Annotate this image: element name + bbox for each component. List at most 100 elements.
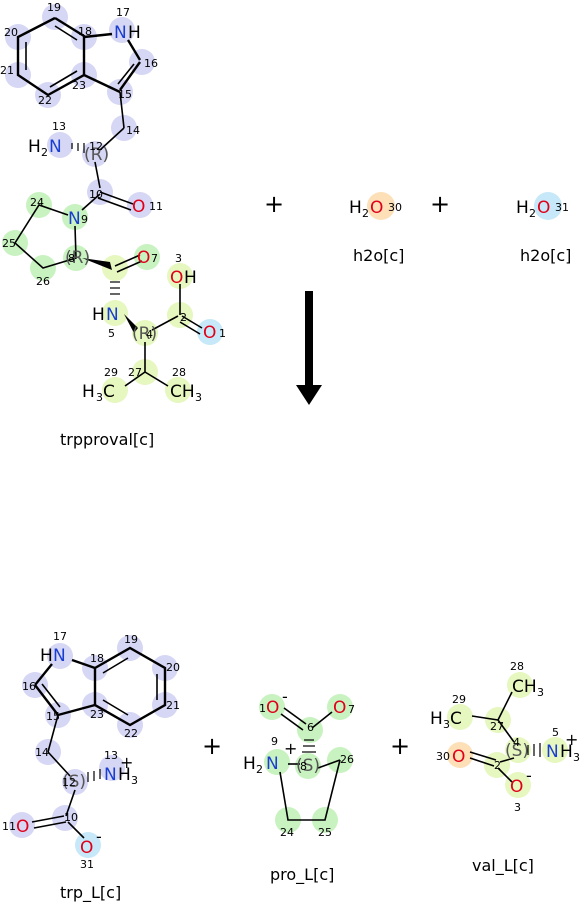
svg-text:H: H [243,754,256,774]
svg-text:3: 3 [96,391,103,404]
svg-text:2: 2 [41,146,48,159]
plus-sign: + [390,732,410,760]
water-h: H [516,198,529,218]
svg-text:O: O [510,777,523,797]
svg-text:31: 31 [80,858,94,871]
svg-text:20: 20 [4,26,18,39]
svg-text:H: H [128,23,141,43]
svg-text:N: N [104,765,117,785]
svg-text:27: 27 [490,720,504,733]
svg-text:8: 8 [68,252,75,265]
svg-text:13: 13 [104,749,118,762]
svg-text:20: 20 [166,661,180,674]
svg-text:+: + [565,730,578,749]
svg-text:4: 4 [513,736,520,749]
svg-text:2: 2 [494,759,501,772]
svg-text:6: 6 [307,721,314,734]
svg-text:4: 4 [146,328,153,341]
svg-text:+: + [120,753,133,772]
svg-text:23: 23 [72,79,86,92]
svg-text:O: O [203,323,216,343]
svg-text:3: 3 [537,686,544,699]
svg-text:O: O [132,197,145,217]
svg-text:18: 18 [90,652,104,665]
water-subscript: 2 [529,207,536,220]
svg-text:30: 30 [436,750,450,763]
svg-text:22: 22 [38,94,52,107]
svg-text:24: 24 [30,196,44,209]
svg-text:16: 16 [22,680,36,693]
water-o: O [537,198,550,218]
svg-text:13: 13 [52,120,66,133]
water-subscript: 2 [362,207,369,220]
bonds [279,707,341,821]
svg-text:N: N [266,754,279,774]
product-name-trp-l: trp_L[c] [60,883,121,903]
svg-text:C: C [103,382,115,402]
svg-text:-: - [282,687,288,706]
svg-text:10: 10 [89,188,103,201]
svg-text:H: H [118,765,131,785]
svg-text:19: 19 [47,1,61,14]
svg-text:H: H [184,268,197,288]
plus-sign: + [430,190,450,218]
svg-text:11: 11 [149,200,163,213]
plus-sign: + [202,732,222,760]
svg-text:1: 1 [219,327,226,340]
svg-text:21: 21 [166,699,180,712]
svg-text:3: 3 [131,774,138,787]
svg-text:25: 25 [318,826,332,839]
svg-text:N: N [114,23,127,43]
bonds [31,646,167,839]
svg-text:H: H [560,742,573,762]
svg-text:19: 19 [124,633,138,646]
svg-text:17: 17 [53,630,67,643]
svg-text:3: 3 [195,391,202,404]
svg-text:H: H [430,709,443,729]
svg-text:CH: CH [512,677,537,697]
svg-text:17: 17 [116,6,130,19]
svg-text:28: 28 [172,366,186,379]
reactant-name-water: h2o[c] [353,246,404,265]
svg-text:29: 29 [104,366,118,379]
atom-index: 30 [388,201,402,214]
svg-text:26: 26 [36,275,50,288]
svg-text:22: 22 [124,727,138,740]
svg-text:+: + [284,739,297,758]
svg-text:11: 11 [2,820,16,833]
svg-text:H: H [82,382,95,402]
svg-text:H: H [40,646,53,666]
svg-text:(S): (S) [296,756,320,776]
svg-text:24: 24 [280,826,294,839]
svg-text:23: 23 [90,708,104,721]
svg-text:27: 27 [128,366,142,379]
svg-text:-: - [96,827,102,846]
svg-text:15: 15 [46,710,60,723]
svg-text:O: O [170,268,183,288]
svg-text:(R): (R) [132,324,157,344]
molecule-water-31: H 2 O 31 h2o[c] [516,192,571,265]
svg-text:(R): (R) [65,248,90,268]
svg-text:26: 26 [340,753,354,766]
svg-text:1: 1 [259,702,266,715]
svg-text:H: H [92,305,105,325]
reactant-name-water: h2o[c] [520,246,571,265]
svg-text:14: 14 [35,746,49,759]
plus-sign: + [264,190,284,218]
svg-text:9: 9 [271,735,278,748]
atom-index: 31 [555,201,569,214]
svg-text:(S): (S) [505,741,529,761]
svg-text:3: 3 [573,751,580,764]
svg-text:CH: CH [170,382,195,402]
svg-text:O: O [16,817,29,837]
svg-text:(R): (R) [84,145,109,165]
svg-text:N: N [68,209,81,229]
svg-text:O: O [137,248,150,268]
